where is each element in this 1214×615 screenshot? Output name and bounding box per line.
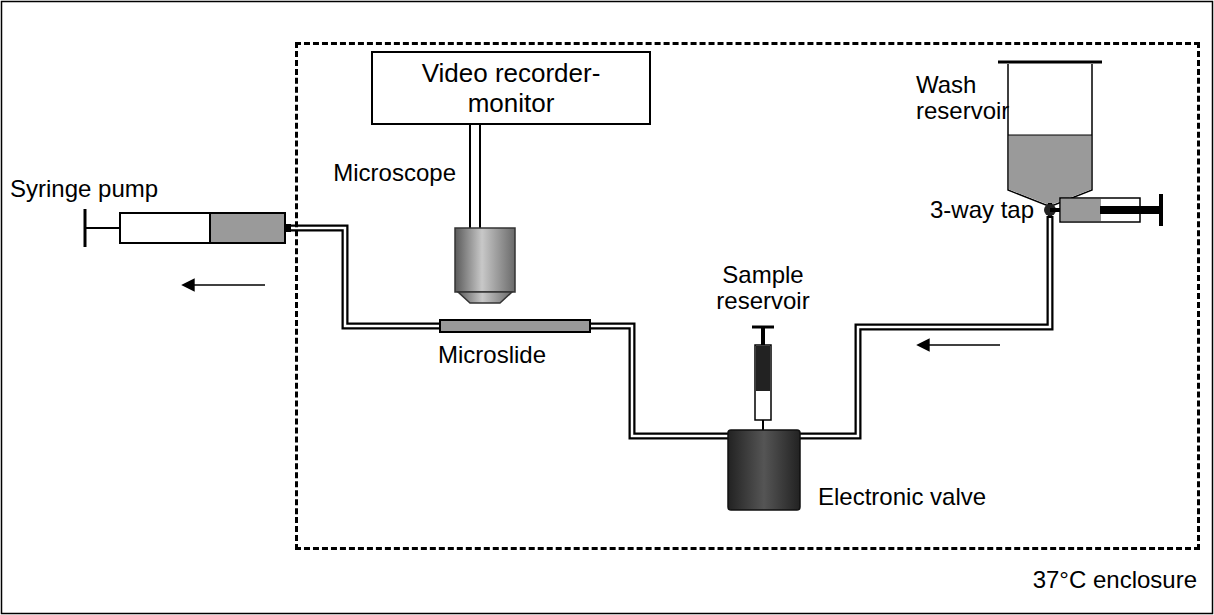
region-label: 37°C enclosure — [1033, 567, 1197, 593]
part-label: Microscope — [333, 160, 456, 186]
microslide — [440, 320, 590, 332]
part-label: Electronic valve — [818, 484, 986, 510]
flow-arrow — [192, 284, 265, 286]
monitor-box: Video recorder- monitor — [371, 51, 651, 125]
part-label: 3-way tap — [930, 197, 1034, 223]
part-label: Microslide — [438, 342, 546, 368]
box-label: Video recorder- monitor — [383, 58, 639, 118]
part-label: Syringe pump — [10, 176, 158, 202]
three-way-tap — [1044, 194, 1161, 226]
wash-reservoir — [998, 62, 1102, 205]
microscope — [455, 122, 515, 303]
flow-arrow — [927, 344, 1000, 346]
part-label: Sample reservoir — [695, 262, 831, 314]
syringe-pump — [85, 209, 291, 247]
tubing — [288, 216, 1050, 436]
part-label: Wash reservoir — [916, 72, 1000, 124]
sample-syringe — [752, 327, 774, 433]
electronic-valve — [728, 430, 800, 510]
